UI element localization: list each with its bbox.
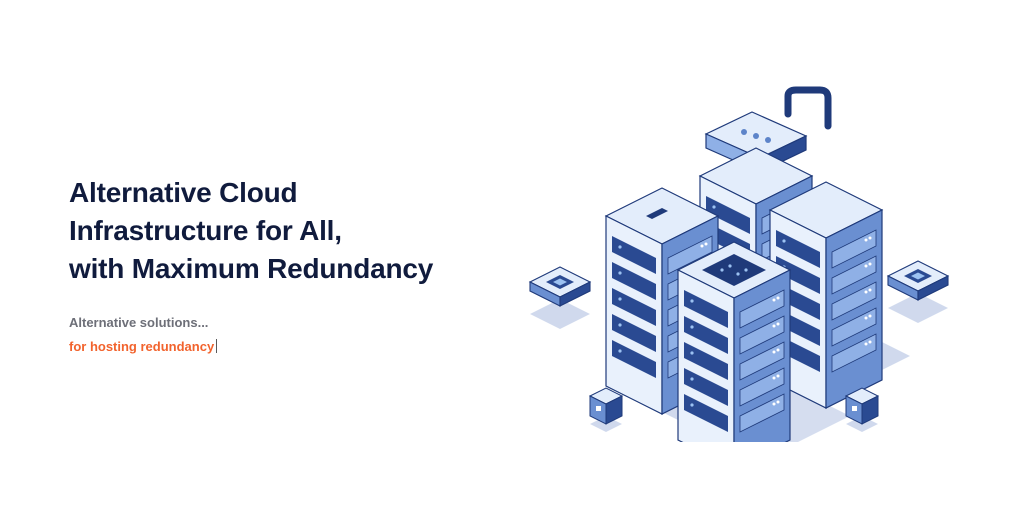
headline-line-1: Alternative Cloud [69, 177, 298, 208]
hero-subline: Alternative solutions... for hosting red… [69, 311, 489, 359]
headline-line-3: with Maximum Redundancy [69, 253, 434, 284]
headline-line-2: Infrastructure for All, [69, 215, 342, 246]
network-node-right [887, 260, 949, 301]
subline-typed-text: for hosting redundancy [69, 339, 215, 354]
data-cube-right [845, 387, 879, 425]
data-cube-left [589, 387, 623, 425]
network-node-left [529, 266, 591, 307]
server-display [702, 254, 766, 286]
hero-headline: Alternative Cloud Infrastructure for All… [69, 174, 489, 288]
typing-cursor [216, 339, 218, 353]
hero-text-block: Alternative Cloud Infrastructure for All… [69, 174, 489, 359]
server-rack-cluster-illustration [529, 86, 949, 442]
disk-slot [646, 208, 668, 219]
subline-static-text: Alternative solutions... [69, 315, 209, 330]
